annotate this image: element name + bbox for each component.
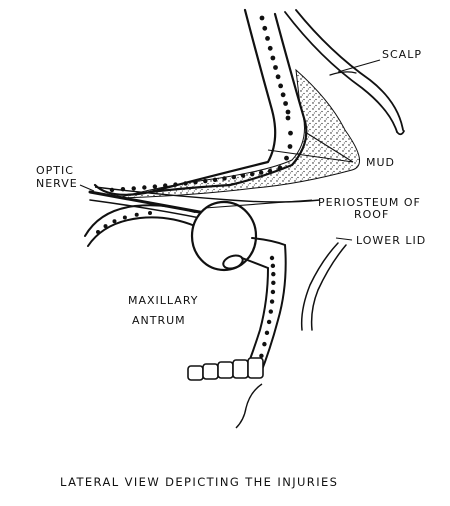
chin-contour [236, 384, 262, 428]
marrow-dot [123, 215, 127, 219]
marrow-dot [270, 299, 274, 303]
marrow-dot [283, 101, 288, 106]
marrow-dot [271, 281, 275, 285]
label-roof: ROOF [354, 208, 389, 221]
marrow-dot [270, 56, 275, 61]
teeth-row [188, 358, 263, 380]
marrow-dot [265, 36, 270, 41]
marrow-dot [284, 156, 289, 161]
marrow-dot [281, 92, 286, 97]
orbital-floor [85, 205, 195, 246]
marrow-dot [273, 65, 278, 70]
marrow-dot [288, 144, 293, 149]
marrow-dot [112, 219, 116, 223]
marrow-dot [142, 185, 146, 189]
marrow-dot [286, 110, 291, 115]
marrow-dot [267, 320, 271, 324]
label-nerve: NERVE [36, 177, 78, 190]
marrow-dot [270, 256, 274, 260]
marrow-dot [265, 331, 269, 335]
marrow-dot [269, 309, 273, 313]
marrow-dot [288, 131, 293, 136]
figure-caption: LATERAL VIEW DEPICTING THE INJURIES [60, 476, 338, 489]
marrow-dot [96, 230, 100, 234]
marrow-dot [271, 272, 275, 276]
label-lower-lid: LOWER LID [356, 234, 426, 247]
marrow-dot [262, 26, 267, 31]
marrow-dot [153, 184, 157, 188]
label-maxillary: MAXILLARY [128, 294, 199, 307]
marrow-dot [271, 290, 275, 294]
marrow-dot [132, 186, 136, 190]
marrow-dot [276, 74, 281, 79]
mud-mass [118, 70, 360, 198]
marrow-dot [135, 213, 139, 217]
label-optic: OPTIC [36, 164, 74, 177]
marrow-dot [286, 116, 291, 121]
marrow-dot [268, 46, 273, 51]
frontal-bone-marrow [110, 16, 293, 193]
marrow-dot [271, 264, 275, 268]
label-mud: MUD [366, 156, 395, 169]
marrow-dot [262, 342, 266, 346]
lower-lid [302, 243, 346, 330]
label-antrum: ANTRUM [132, 314, 186, 327]
marrow-dot [260, 16, 265, 21]
marrow-dot [104, 224, 108, 228]
marrow-dot [148, 211, 152, 215]
marrow-dot [278, 84, 283, 89]
label-scalp: SCALP [382, 48, 422, 61]
